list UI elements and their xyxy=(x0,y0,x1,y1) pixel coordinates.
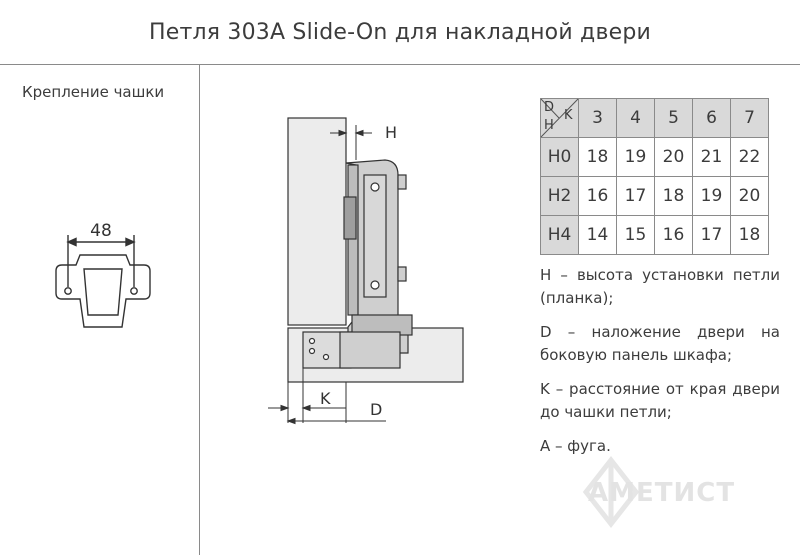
column-header: 4 xyxy=(616,98,655,138)
table-cell: 18 xyxy=(654,176,693,216)
corner-label-k: K xyxy=(564,108,573,123)
table-cell: 18 xyxy=(578,137,617,177)
k-dimension-label: K xyxy=(320,389,331,408)
page-title: Петля 303A Slide-On для накладной двери xyxy=(148,20,652,45)
watermark-logo-icon xyxy=(582,455,640,529)
table-cell: 22 xyxy=(730,137,769,177)
column-header: 5 xyxy=(654,98,693,138)
cup-dimension-label: 48 xyxy=(90,221,112,241)
dimension-table: D K H 3 4 5 6 7 H0 18 19 20 21 22 H2 16 … xyxy=(540,98,769,255)
corner-label-h: H xyxy=(544,118,554,133)
table-cell: 19 xyxy=(692,176,731,216)
table-cell: 17 xyxy=(616,176,655,216)
table-cell: 21 xyxy=(692,137,731,177)
note-a: A – фуга. xyxy=(540,437,611,455)
section-label: Крепление чашки xyxy=(22,83,165,101)
note-d: D – наложение двери на боковую панель шк… xyxy=(540,323,780,364)
table-cell: 15 xyxy=(616,215,655,255)
row-header: H0 xyxy=(540,137,579,177)
cup-mount-drawing: 48 xyxy=(55,221,151,328)
column-header: 7 xyxy=(730,98,769,138)
note-h: H – высота установки петли (планка); xyxy=(540,266,780,307)
watermark-text: АМЕТИСТ xyxy=(588,478,736,508)
row-header: H4 xyxy=(540,215,579,255)
h-dimension-label: H xyxy=(385,123,397,142)
table-corner-cell: D K H xyxy=(540,98,579,138)
d-dimension-label: D xyxy=(370,400,382,419)
hinge-section-drawing: H K D xyxy=(268,117,464,425)
table-cell: 17 xyxy=(692,215,731,255)
corner-diagonal xyxy=(540,98,579,138)
header-divider xyxy=(0,64,800,65)
corner-label-d: D xyxy=(544,100,555,115)
table-cell: 14 xyxy=(578,215,617,255)
table-row: H0 18 19 20 21 22 xyxy=(540,137,769,177)
table-cell: 19 xyxy=(616,137,655,177)
table-cell: 16 xyxy=(654,215,693,255)
table-cell: 16 xyxy=(578,176,617,216)
column-header: 3 xyxy=(578,98,617,138)
table-header-row: D K H 3 4 5 6 7 xyxy=(540,98,769,138)
row-header: H2 xyxy=(540,176,579,216)
table-cell: 18 xyxy=(730,215,769,255)
column-divider xyxy=(199,64,200,555)
table-row: H2 16 17 18 19 20 xyxy=(540,176,769,216)
note-k: K – расстояние от края двери до чашки пе… xyxy=(540,380,780,421)
table-row: H4 14 15 16 17 18 xyxy=(540,215,769,255)
column-header: 6 xyxy=(692,98,731,138)
table-cell: 20 xyxy=(730,176,769,216)
table-cell: 20 xyxy=(654,137,693,177)
